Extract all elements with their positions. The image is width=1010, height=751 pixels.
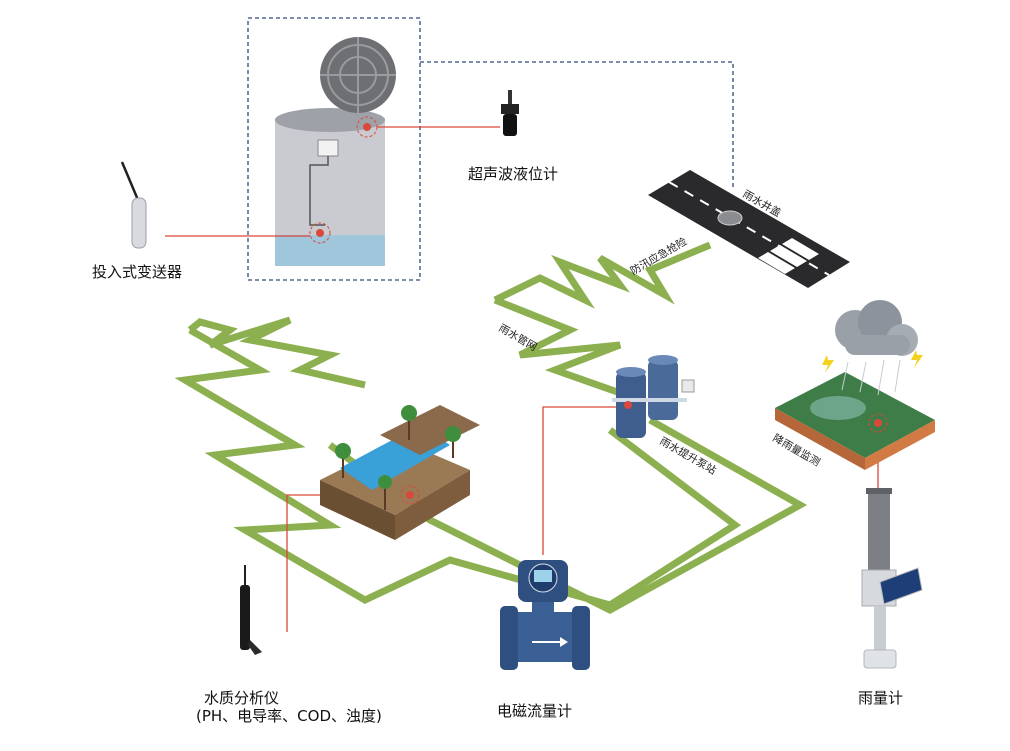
manhole-cover-icon bbox=[717, 210, 743, 226]
pipe-upper-loop bbox=[493, 241, 712, 309]
label-water-quality-params: (PH、电导率、COD、浊度) bbox=[196, 707, 382, 725]
ultrasonic-sensor-icon bbox=[501, 90, 519, 136]
pipe-left-top bbox=[187, 316, 366, 389]
tree-icons bbox=[335, 405, 461, 510]
leader-flowmeter bbox=[542, 406, 620, 555]
label-water-quality: 水质分析仪 bbox=[204, 689, 280, 707]
rain-gauge-icon bbox=[861, 488, 923, 669]
pressure-probe-icon bbox=[120, 161, 147, 249]
manhole-cutaway bbox=[275, 37, 396, 266]
pipe-upper bbox=[493, 296, 642, 404]
water-quality-marker bbox=[406, 491, 414, 499]
label-rain-gauge: 雨量计 bbox=[858, 689, 904, 707]
manhole-water bbox=[275, 235, 385, 266]
pipe-network bbox=[174, 241, 808, 614]
manhole-lid-icon bbox=[320, 37, 396, 113]
manhole-frame bbox=[247, 17, 421, 281]
tag-rain-network: 雨水管网 bbox=[497, 321, 540, 353]
road-section bbox=[648, 170, 850, 288]
pump-marker bbox=[624, 401, 632, 409]
pump-tanks-icon bbox=[612, 355, 695, 438]
rain-cloud-icon bbox=[822, 300, 923, 373]
label-immersion: 投入式变送器 bbox=[92, 263, 183, 281]
probe-cable bbox=[309, 156, 329, 226]
water-quality-probe-icon bbox=[240, 565, 262, 655]
transmitter-box bbox=[317, 139, 339, 157]
rainfall-block bbox=[775, 300, 935, 470]
label-ultrasonic: 超声波液位计 bbox=[468, 165, 559, 183]
immersion-marker-ring bbox=[309, 222, 331, 244]
rainfall-marker bbox=[874, 419, 882, 427]
manhole-link-line bbox=[420, 61, 734, 190]
flowmeter-icon bbox=[500, 560, 590, 670]
label-flowmeter: 电磁流量计 bbox=[497, 702, 573, 720]
riverbank-block bbox=[320, 405, 480, 540]
immersion-marker bbox=[316, 229, 324, 237]
ultrasonic-marker bbox=[363, 123, 371, 131]
